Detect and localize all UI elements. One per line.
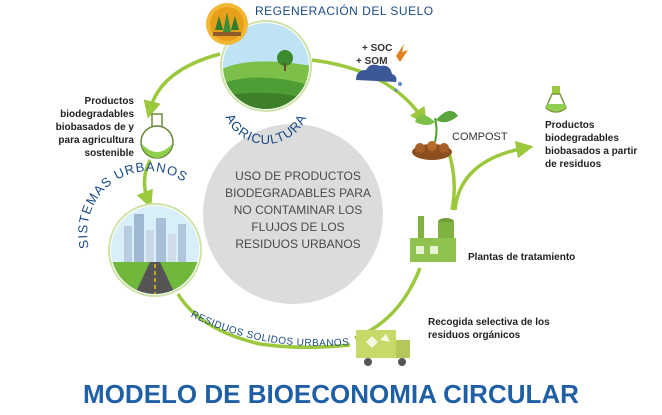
- truck-icon: [356, 330, 410, 366]
- center-line-2: BIODEGRADABLES PARA: [225, 186, 371, 200]
- compost-label: COMPOST: [452, 131, 508, 143]
- center-line-5: RESIDUOS URBANOS: [235, 237, 360, 251]
- trees-icon: [206, 3, 248, 45]
- page-title: MODELO DE BIOECONOMIA CIRCULAR: [83, 379, 579, 409]
- svg-text:sostenible: sostenible: [85, 148, 135, 159]
- center-line-1: USO DE PRODUCTOS: [235, 169, 361, 183]
- svg-text:biodegradables: biodegradables: [60, 109, 134, 120]
- flask-icon-left: [140, 113, 174, 159]
- svg-text:biobasados de y: biobasados de y: [56, 122, 135, 133]
- recogida-line-1: Recogida selectiva de los: [428, 317, 550, 328]
- som-label: + SOM: [356, 56, 387, 67]
- plantas-label: Plantas de tratamiento: [468, 252, 575, 263]
- sprout-icon: [412, 110, 458, 160]
- svg-text:Productos: Productos: [85, 96, 135, 107]
- svg-text:de residuos: de residuos: [545, 159, 602, 170]
- soil-cloud-icon: [356, 44, 408, 92]
- svg-text:para agricultura: para agricultura: [58, 135, 134, 146]
- factory-icon: [410, 216, 456, 262]
- city-icon: [108, 203, 202, 297]
- soc-label: + SOC: [362, 43, 392, 54]
- residuos-label: RESIDUOS SOLIDOS URBANOS: [189, 309, 350, 349]
- regeneracion-label: REGENERACIÓN DEL SUELO: [255, 3, 434, 18]
- center-circle: [203, 124, 383, 304]
- productos-right: Productos biodegradables biobasados a pa…: [545, 120, 637, 170]
- productos-left: Productos biodegradables biobasados de y…: [56, 96, 135, 159]
- recogida-line-2: residuos orgánicos: [428, 330, 521, 341]
- flask-icon-right: [545, 86, 567, 113]
- center-text: USO DE PRODUCTOS BIODEGRADABLES PARA NO …: [225, 169, 371, 251]
- center-line-3: NO CONTAMINAR LOS: [234, 203, 362, 217]
- svg-text:Productos: Productos: [545, 120, 595, 131]
- center-line-4: FLUJOS DE LOS: [251, 220, 344, 234]
- svg-text:biobasados a partir: biobasados a partir: [545, 146, 637, 157]
- svg-text:biodegradables: biodegradables: [545, 133, 619, 144]
